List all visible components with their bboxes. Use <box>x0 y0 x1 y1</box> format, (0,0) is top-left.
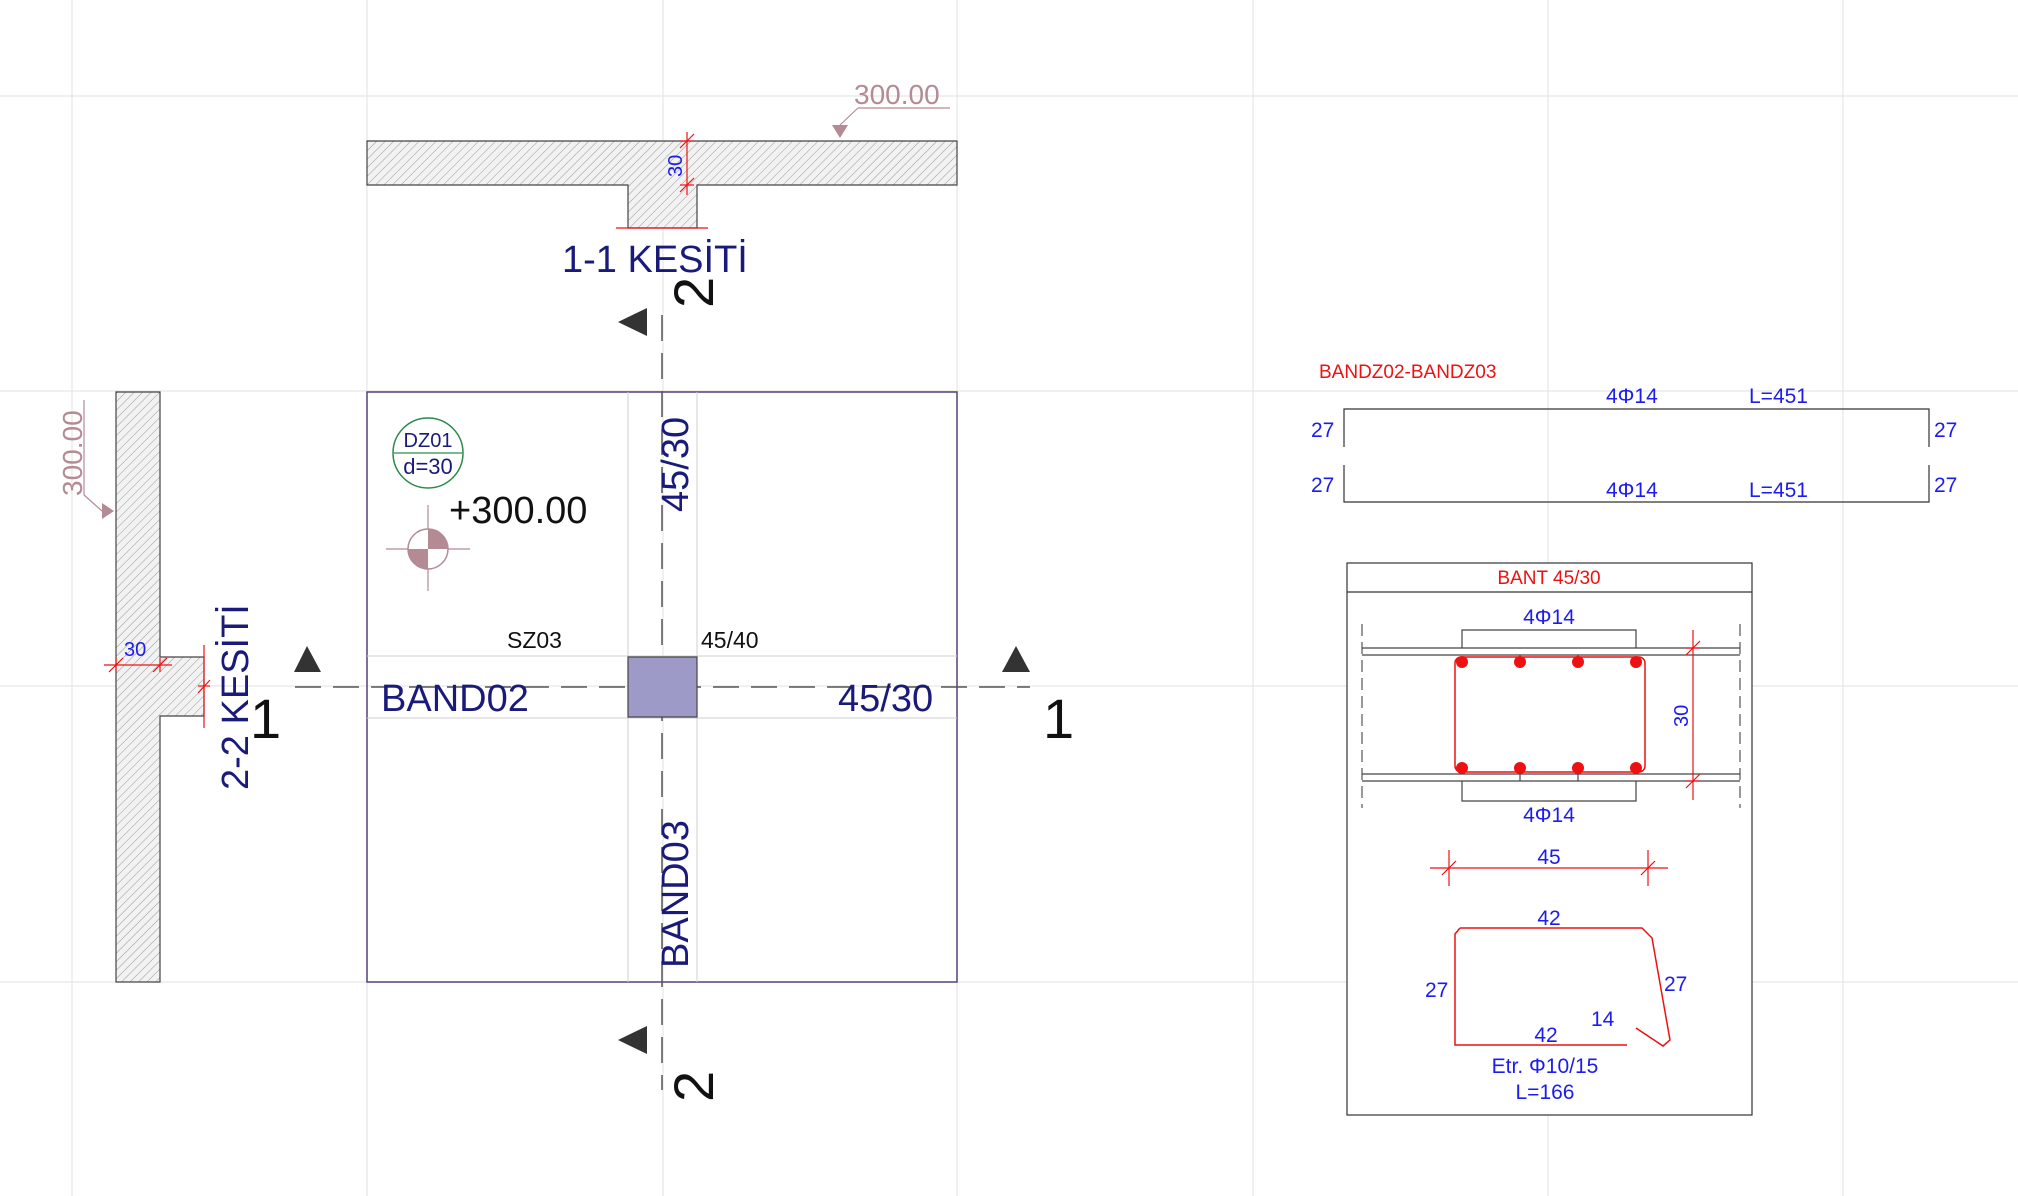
band-v-size: 45/30 <box>655 417 697 512</box>
stirrup-spec: Etr. Φ10/15 <box>1492 1055 1599 1078</box>
column-name: SZ03 <box>507 627 562 653</box>
stirrup-shape <box>1454 927 1671 1047</box>
stirrup-right: 27 <box>1664 973 1687 996</box>
top-bar-count: 4Φ14 <box>1606 385 1658 408</box>
top-bar-hook-right: 27 <box>1934 419 1957 442</box>
top-bar-length: L=451 <box>1749 385 1808 408</box>
stirrup-top: 42 <box>1537 907 1560 930</box>
rebar-schedule: BANDZ02-BANDZ03 4Φ14 L=451 27 27 4Φ14 L=… <box>1311 362 1957 503</box>
cut-label-2-top: 2 <box>662 277 725 308</box>
top-bar-shape <box>1343 408 1930 447</box>
slab-faces <box>1362 647 1740 782</box>
bottom-rebar-bracket <box>1461 781 1637 802</box>
slab-tag: DZ01 d=30 <box>392 417 464 489</box>
height-dim-label: 30 <box>1671 705 1693 727</box>
cut-markers <box>294 308 1030 1054</box>
bottom-bar-hook-right: 27 <box>1934 474 1957 497</box>
elevation-label-2-2: 300.00 <box>57 410 88 496</box>
stirrup-bottom: 42 <box>1534 1024 1557 1047</box>
band-h-size: 45/30 <box>838 678 933 720</box>
section-2-2: 300.00 30 2-2 KESİTİ <box>57 391 257 983</box>
cut-label-2-bottom: 2 <box>662 1071 725 1102</box>
stirrup-length: L=166 <box>1516 1081 1575 1104</box>
thickness-label-2-2: 30 <box>124 639 146 661</box>
bottom-bar-shape <box>1343 465 1930 503</box>
thickness-dimension-1-1 <box>616 132 708 229</box>
thickness-dimension-2-2 <box>104 645 211 728</box>
cut-label-1-right: 1 <box>1043 687 1074 750</box>
width-dim-label: 45 <box>1537 846 1560 869</box>
elevation-marker-2-2 <box>83 400 114 519</box>
bottom-bar-hook-left: 27 <box>1311 474 1334 497</box>
top-rebar-bracket <box>1461 629 1637 648</box>
column-size: 45/40 <box>701 627 759 653</box>
bottom-bar-count: 4Φ14 <box>1606 479 1658 502</box>
stirrup-left: 27 <box>1425 979 1448 1002</box>
plan-elevation-label: +300.00 <box>449 490 587 532</box>
section-1-1-profile <box>366 140 958 229</box>
section-break-lines <box>1361 624 1741 808</box>
height-dimension <box>1685 630 1701 800</box>
plan-view: DZ01 d=30 +300.00 SZ03 45/40 BAND02 45/3… <box>250 277 1074 1102</box>
slab-tag-name: DZ01 <box>404 430 453 452</box>
column-sz03 <box>627 656 698 718</box>
band-section-detail: BANT 45/30 4Φ14 4Φ14 <box>1346 562 1753 1116</box>
top-rebar-label: 4Φ14 <box>1523 606 1575 629</box>
elevation-marker-1-1: 300.00 <box>832 79 950 138</box>
bottom-bar-length: L=451 <box>1749 479 1808 502</box>
slab-tag-thickness: d=30 <box>403 454 453 479</box>
band-v-name: BAND03 <box>655 820 697 968</box>
section-2-2-title: 2-2 KESİTİ <box>214 604 257 790</box>
width-dimension <box>1430 850 1668 886</box>
section-stirrup <box>1454 656 1646 773</box>
rebar-schedule-title: BANDZ02-BANDZ03 <box>1319 362 1496 383</box>
top-bar-hook-left: 27 <box>1311 419 1334 442</box>
stirrup-hook: 14 <box>1591 1008 1615 1031</box>
cut-label-1-left: 1 <box>250 687 281 750</box>
bottom-rebar-label: 4Φ14 <box>1523 804 1575 827</box>
band-detail-title: BANT 45/30 <box>1497 568 1600 589</box>
band-h-name: BAND02 <box>381 678 529 720</box>
section-1-1: 300.00 30 1-1 KESİTİ <box>366 79 958 281</box>
plan-elevation-symbol <box>386 505 470 591</box>
section-2-2-profile <box>115 391 205 983</box>
rebar-dots <box>1456 656 1642 774</box>
thickness-label-1-1: 30 <box>665 155 687 177</box>
elevation-label-1-1: 300.00 <box>854 79 940 110</box>
section-1-1-title: 1-1 KESİTİ <box>562 238 748 281</box>
